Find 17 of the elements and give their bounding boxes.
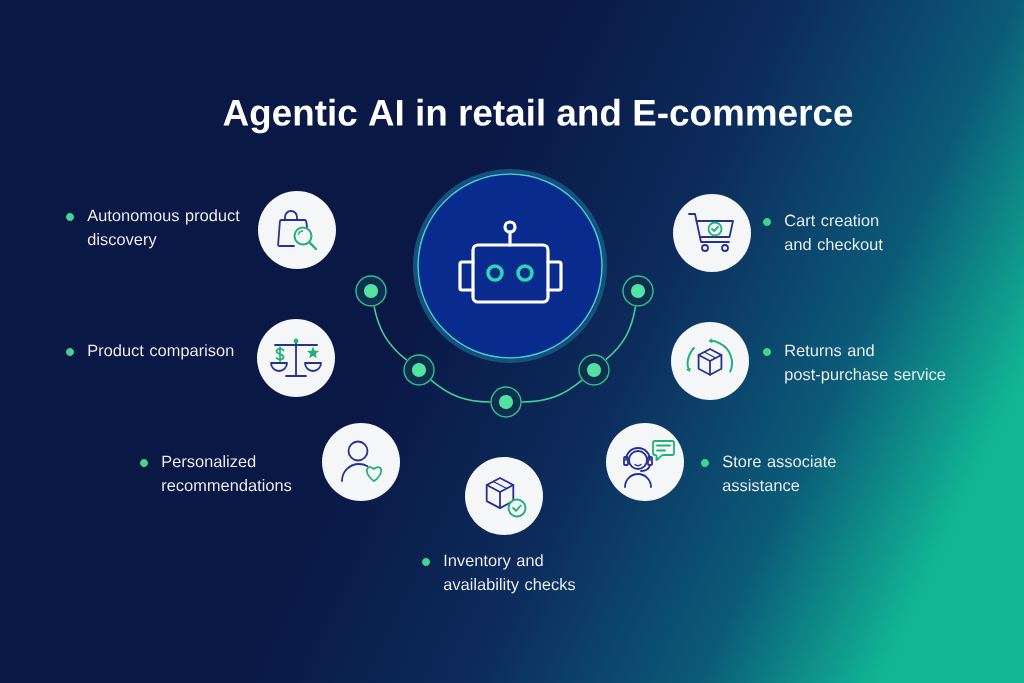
- item-text: Autonomous product discovery: [87, 209, 240, 249]
- ring-dot: [622, 275, 654, 307]
- item-text: Store associate assistance: [722, 455, 836, 492]
- ring-dot: [403, 354, 435, 386]
- item-text: Product comparison: [88, 344, 234, 360]
- title: Agentic AI in retail and E-commerce: [223, 98, 853, 134]
- ring-dot: [355, 275, 387, 307]
- item-text: Personalized recommendations: [162, 455, 292, 492]
- ring-dot: [578, 354, 610, 386]
- item-text: Inventory and availability checks: [443, 554, 576, 594]
- arc-line: [430, 379, 492, 403]
- arc-line: [605, 305, 637, 361]
- item-text: Cart creation and checkout: [784, 214, 883, 251]
- arc-line: [520, 379, 583, 403]
- item-text: Returns and post-purchase service: [785, 344, 946, 384]
- arc-line: [373, 305, 408, 361]
- ring-dot: [490, 386, 522, 418]
